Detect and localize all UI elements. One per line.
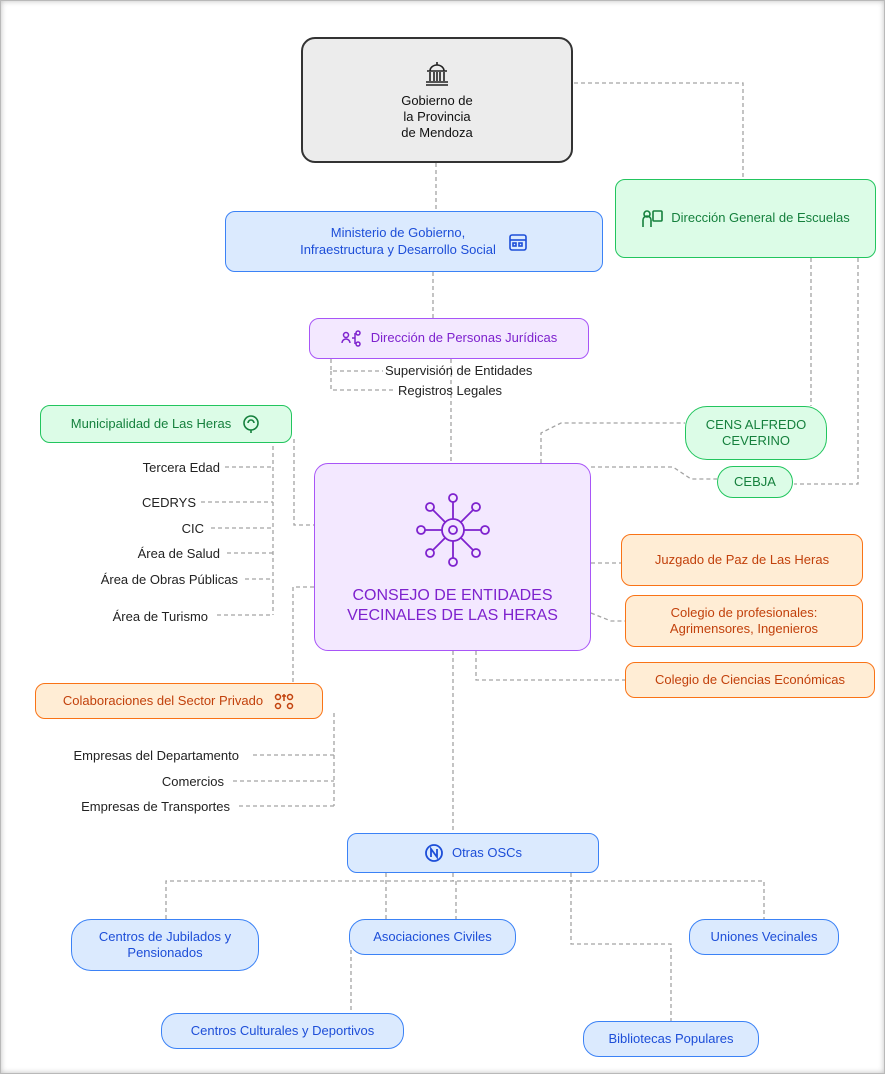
gobierno-line-2: la Provincia <box>403 108 471 124</box>
area-obras-publicas: Área de Obras Públicas <box>100 572 238 587</box>
otras-oscs-label: Otras OSCs <box>451 844 523 860</box>
network-gear-icon <box>405 488 501 572</box>
empresas-transportes: Empresas de Transportes <box>81 799 230 814</box>
cens-line-1: CENS ALFREDO <box>705 416 807 432</box>
circle-n-icon <box>424 843 444 863</box>
consejo-line-1: CONSEJO DE ENTIDADES <box>352 587 553 604</box>
supervision-entidades: Supervisión de Entidades <box>385 363 533 378</box>
government-building-icon <box>423 59 451 87</box>
sector-privado-node[interactable]: Colaboraciones del Sector Privado <box>35 683 323 719</box>
juzgado-node[interactable]: Juzgado de Paz de Las Heras <box>621 534 863 586</box>
head-brain-icon <box>241 414 261 434</box>
uniones-node[interactable]: Uniones Vecinales <box>689 919 839 955</box>
colegio-profesionales-node[interactable]: Colegio de profesionales: Agrimensores, … <box>625 595 863 647</box>
bibliotecas-label: Bibliotecas Populares <box>608 1030 734 1046</box>
gobierno-line-3: de Mendoza <box>401 125 473 141</box>
area-salud: Área de Salud <box>137 546 220 561</box>
direccion-escuelas-label: Dirección General de Escuelas <box>671 210 850 226</box>
gobierno-line-1: Gobierno de <box>401 92 473 108</box>
municipalidad-node[interactable]: Municipalidad de Las Heras <box>40 405 292 443</box>
consejo-line-2: VECINALES DE LAS HERAS <box>347 607 558 624</box>
ministerio-line-2: Infraestructura y Desarrollo Social <box>300 241 496 257</box>
culturales-label: Centros Culturales y Deportivos <box>190 1022 375 1038</box>
colegio-econ-label: Colegio de Ciencias Económicas <box>654 671 846 687</box>
jubilados-node[interactable]: Centros de Jubilados y Pensionados <box>71 919 259 971</box>
tercera-edad: Tercera Edad <box>142 460 220 475</box>
empresas-departamento: Empresas del Departamento <box>73 748 239 763</box>
ministerio-line-1: Ministerio de Gobierno, <box>330 225 466 241</box>
bibliotecas-node[interactable]: Bibliotecas Populares <box>583 1021 759 1057</box>
consejo-node[interactable]: CONSEJO DE ENTIDADES VECINALES DE LAS HE… <box>314 463 591 651</box>
jubilados-line-1: Centros de Jubilados y <box>98 928 232 944</box>
comercios: Comercios <box>161 774 224 789</box>
ministerio-node[interactable]: Ministerio de Gobierno, Infraestructura … <box>225 211 603 272</box>
culturales-node[interactable]: Centros Culturales y Deportivos <box>161 1013 404 1049</box>
direccion-escuelas-node[interactable]: Dirección General de Escuelas <box>615 179 876 258</box>
sector-privado-label: Colaboraciones del Sector Privado <box>62 692 264 708</box>
juzgado-label: Juzgado de Paz de Las Heras <box>654 551 830 567</box>
cedrys: CEDRYS <box>142 495 196 510</box>
teacher-board-icon <box>641 209 664 229</box>
calendar-grid-icon <box>508 232 528 252</box>
gobierno-mendoza-node[interactable]: Gobierno de la Provincia de Mendoza <box>301 37 573 163</box>
cens-line-2: CEVERINO <box>722 433 790 448</box>
personas-juridicas-label: Dirección de Personas Jurídicas <box>370 330 558 346</box>
cebja-node[interactable]: CEBJA <box>717 466 793 498</box>
personas-juridicas-node[interactable]: Dirección de Personas Jurídicas <box>309 318 589 359</box>
asociaciones-label: Asociaciones Civiles <box>373 928 492 944</box>
cens-node[interactable]: CENS ALFREDO CEVERINO <box>685 406 827 460</box>
cebja-label: CEBJA <box>734 473 776 489</box>
colegio-prof-line-1: Colegio de profesionales: <box>670 604 818 620</box>
people-network-icon <box>341 329 363 349</box>
municipalidad-label: Municipalidad de Las Heras <box>70 415 232 431</box>
colegio-economicas-node[interactable]: Colegio de Ciencias Económicas <box>625 662 875 698</box>
registros-legales: Registros Legales <box>398 383 503 398</box>
asociaciones-node[interactable]: Asociaciones Civiles <box>349 919 516 955</box>
otras-oscs-node[interactable]: Otras OSCs <box>347 833 599 873</box>
people-money-icon <box>273 691 295 711</box>
jubilados-line-2: Pensionados <box>127 945 203 960</box>
colegio-prof-line-2: Agrimensores, Ingenieros <box>669 621 819 636</box>
cic: CIC <box>181 521 204 536</box>
area-turismo: Área de Turismo <box>112 609 208 624</box>
uniones-label: Uniones Vecinales <box>710 928 818 944</box>
